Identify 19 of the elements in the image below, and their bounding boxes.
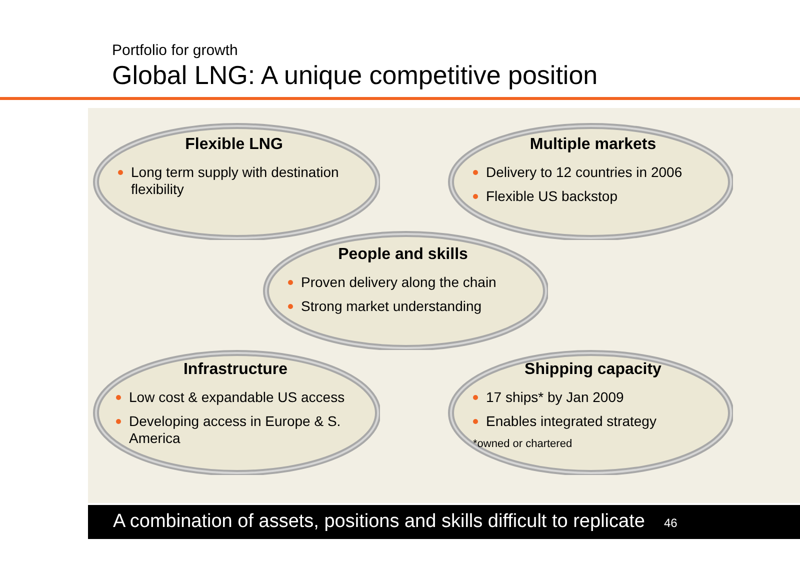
heading: Shipping capacity [524, 361, 662, 379]
bullet-text: Developing access in Europe & S. America [116, 413, 355, 447]
bullet-text: Proven delivery along the chain [288, 274, 518, 291]
title: Global LNG: A unique competitive position [112, 60, 598, 91]
footnote: *owned or chartered [473, 438, 574, 450]
page-number: 46 [664, 516, 678, 530]
bullet-text: Strong market understanding [288, 298, 518, 315]
caption: A combination of assets, positions and skills difficult to replicate [113, 511, 645, 533]
bullet-text: Enables integrated strategy [473, 413, 713, 430]
bullet-text: Long term supply with destination flexibility [118, 164, 350, 198]
heading: Flexible LNG [184, 136, 284, 154]
bullet-text: 17 ships* by Jan 2009 [473, 389, 713, 406]
heading: Multiple markets [528, 136, 658, 154]
subtitle: Portfolio for growth [112, 42, 238, 59]
bullet-text: Low cost & expandable US access [116, 389, 355, 406]
bullet-text: Delivery to 12 countries in 2006 [473, 164, 713, 181]
heading: People and skills [337, 246, 469, 264]
bullet-text: Flexible US backstop [473, 188, 713, 205]
heading: Infrastructure [182, 361, 289, 379]
